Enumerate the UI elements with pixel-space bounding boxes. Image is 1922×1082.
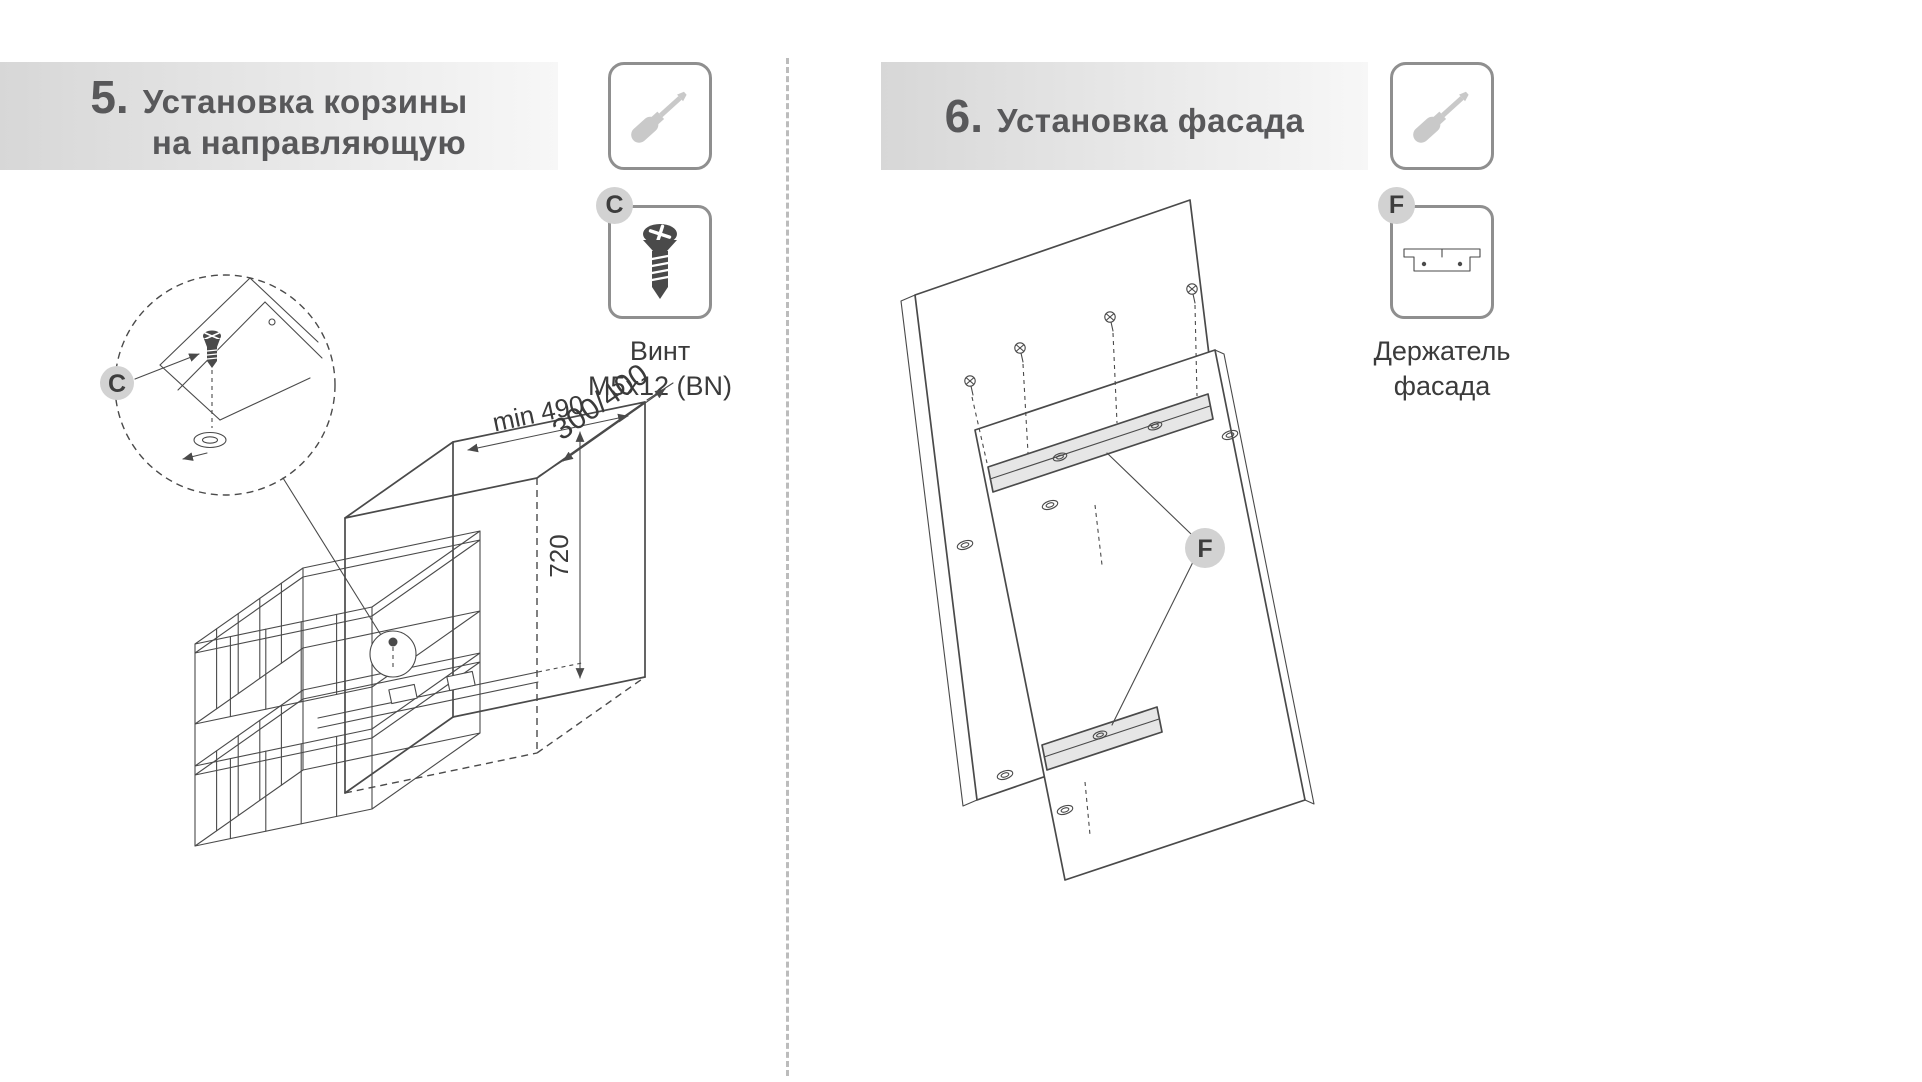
step6-header-band: 6. Установка фасада <box>881 62 1368 170</box>
part-f-caption: Держатель фасада <box>1327 334 1557 404</box>
screwdriver-icon <box>1413 91 1469 143</box>
facade-holder-icon <box>1403 248 1481 272</box>
facade-holder-strip-top <box>987 393 1214 493</box>
step6-title: Установка фасада <box>997 102 1305 139</box>
step6-number: 6. <box>944 90 983 142</box>
cabinet-carcass <box>344 401 646 794</box>
step6-tool-box <box>1390 62 1494 170</box>
callout-f-letter: F <box>1197 535 1212 563</box>
part-c-box <box>608 205 712 319</box>
part-f-name-line2: фасада <box>1393 371 1491 402</box>
step5-drawing: C <box>100 274 674 847</box>
step5-number: 5. <box>90 71 129 123</box>
slide-rail <box>317 662 583 729</box>
pullout-basket <box>194 530 481 847</box>
panel-corner-lines <box>159 277 323 421</box>
countersunk-screw-icon <box>643 224 677 299</box>
detail-leader-line <box>282 477 382 636</box>
dimension-300-400: 300/400 <box>538 358 674 477</box>
rail-screw-position <box>369 630 417 678</box>
detail-callout-circle: C <box>100 274 382 636</box>
callout-c-letter: C <box>108 370 126 398</box>
basket-wires-tier1 <box>216 582 338 718</box>
screw-c-detail <box>182 330 227 461</box>
step5-tool-box <box>608 62 712 170</box>
part-c-letter: C <box>605 191 624 219</box>
mounting-screws <box>964 283 1198 464</box>
part-c-label: C <box>596 187 633 224</box>
part-f-name-line1: Держатель <box>1373 336 1511 366</box>
step6-drawing: F <box>900 199 1315 881</box>
dim-height-label: 720 <box>544 534 574 577</box>
facade-holder-strip-bottom <box>1041 706 1163 771</box>
step5-header-band: 5. Установка корзины на направляющую <box>0 62 558 170</box>
step5-title-line2: на направляющую <box>151 124 467 161</box>
callout-f: F <box>1106 452 1225 726</box>
part-f-letter: F <box>1388 191 1405 219</box>
part-f-label: F <box>1378 187 1415 224</box>
panel-divider <box>786 58 789 1076</box>
callout-c-label: C <box>100 353 200 400</box>
step5-title-line1: Установка корзины <box>142 83 468 120</box>
part-f-box <box>1390 205 1494 319</box>
screwdriver-icon <box>631 91 687 143</box>
part-c-name: Винт <box>629 336 691 366</box>
oval-holes <box>956 429 1239 816</box>
dimension-720: 720 <box>544 431 585 679</box>
basket-wires-tier2 <box>216 704 338 840</box>
alignment-dashes <box>1084 504 1103 836</box>
